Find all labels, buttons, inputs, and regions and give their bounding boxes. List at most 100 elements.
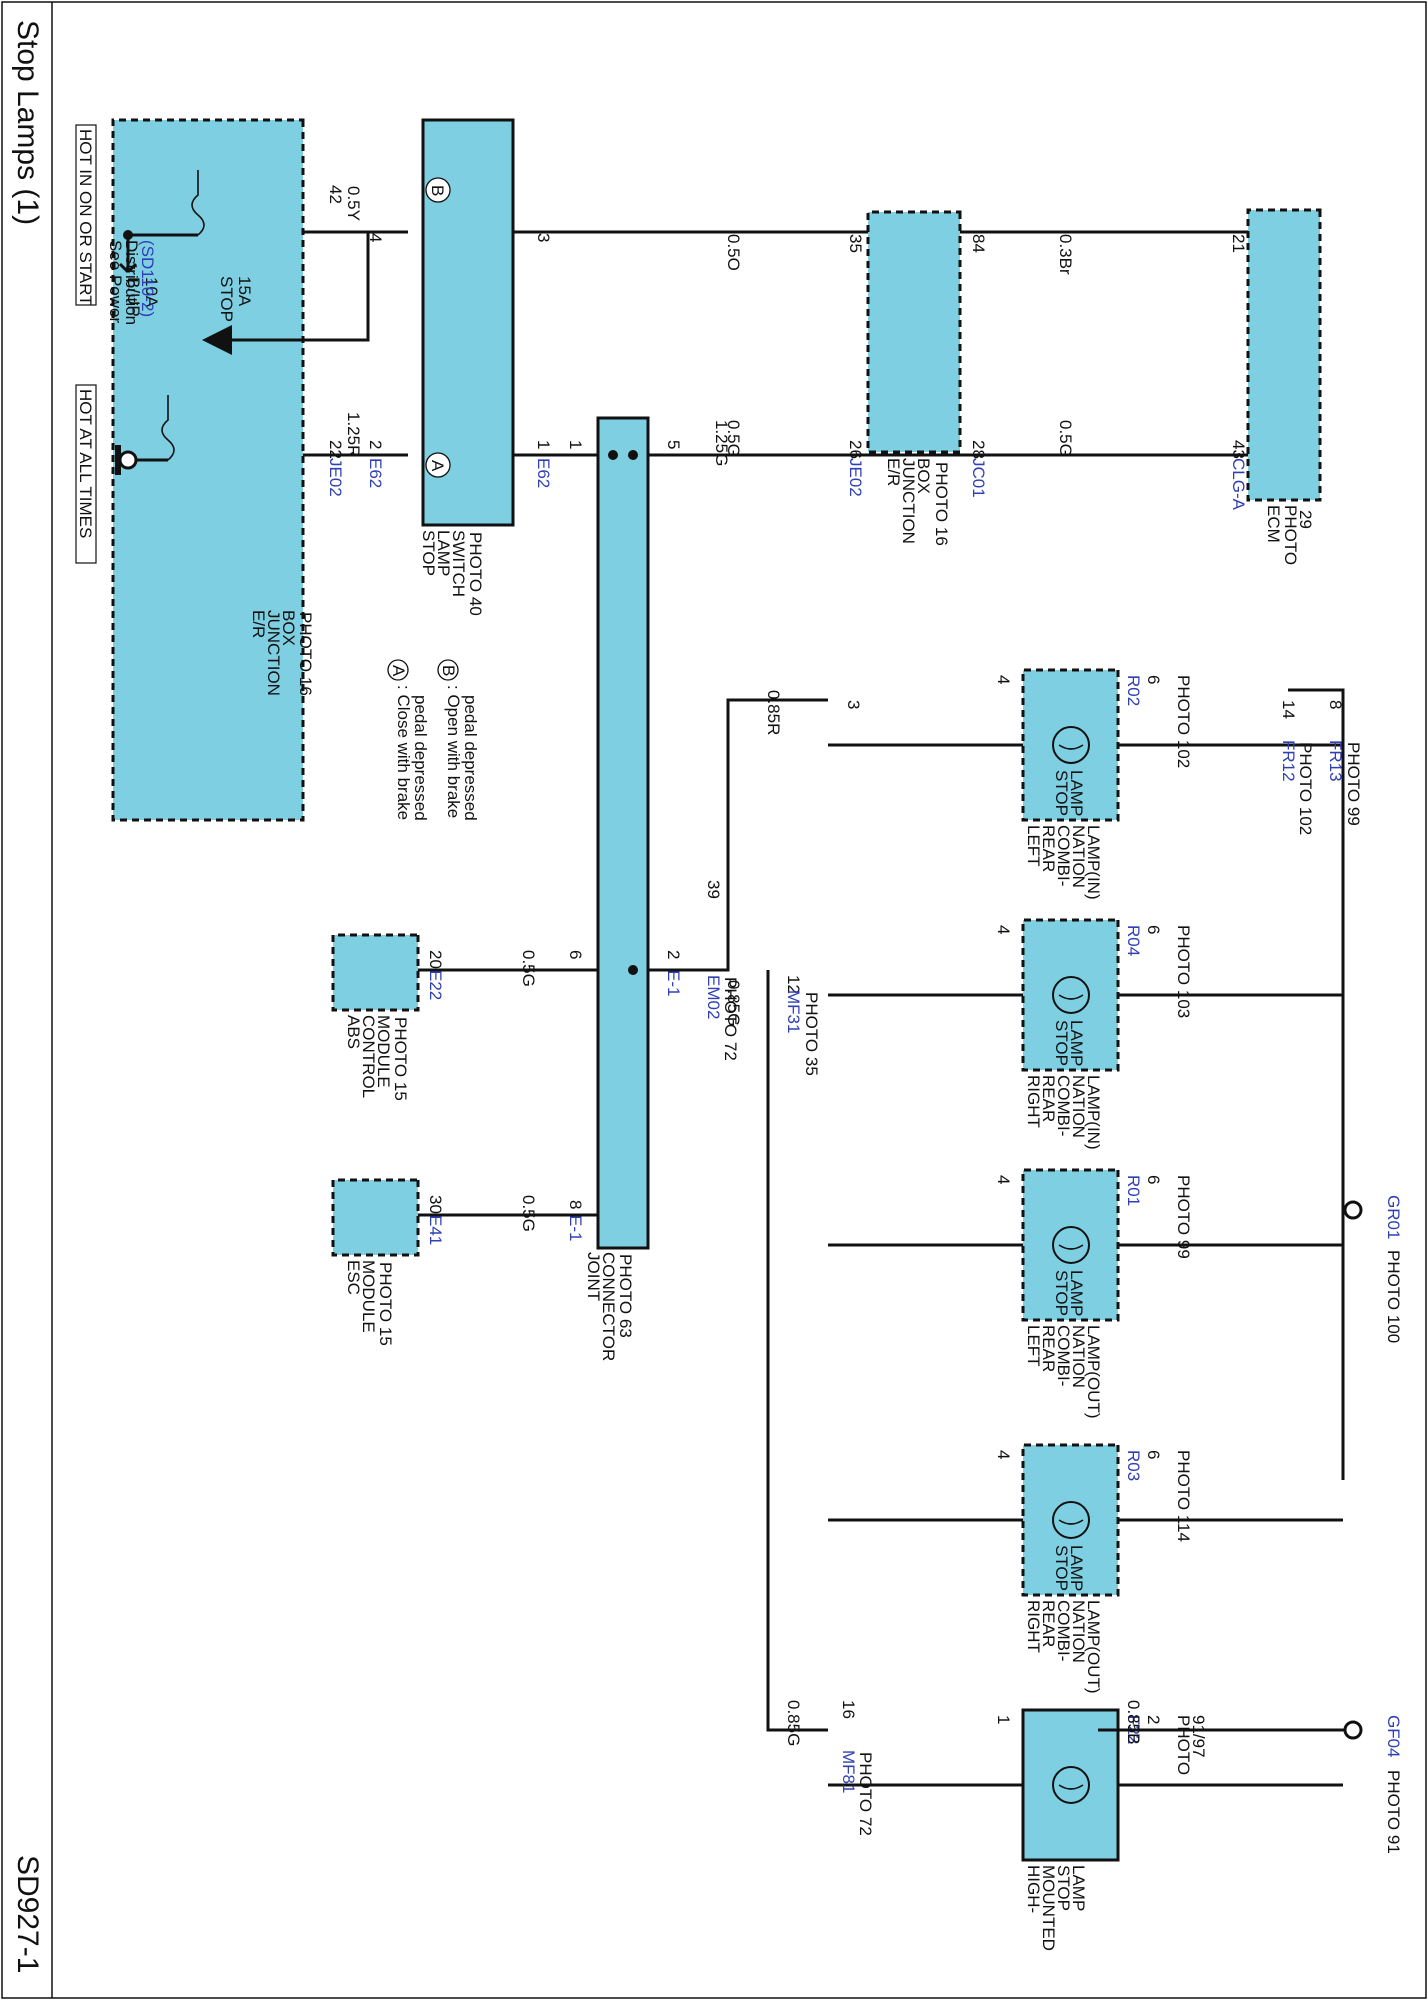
see-a: See Power [106,240,125,323]
fusebox-name-b: JUNCTION [264,610,283,696]
note-a-1: : Close with brake [394,685,413,820]
abs-photo: PHOTO 15 [391,1017,410,1101]
mf81-photo: PHOTO 72 [856,1752,875,1836]
mf31-pin: 12 [784,975,803,994]
lamp-conn-2: R01 [1124,1175,1143,1206]
note-a-circle [387,659,409,681]
stop-lamp-label-b-3: LAMP [1067,1545,1086,1591]
fusebox-name-a: E/R [249,610,268,638]
hot-all-box [75,384,97,564]
w-05g-b: 0.5G [1056,420,1075,457]
lamp-name-4-2: STOP [1054,1865,1073,1911]
lamp-name-1-0: RIGHT [1024,1075,1043,1128]
joint-connector [596,416,650,1250]
sw-photo: PHOTO 40 [466,532,485,616]
lamp-name-0-1: REAR [1039,825,1058,872]
em02-photo: PHOTO 72 [721,977,740,1061]
lamp-name-0-3: NATION [1069,825,1088,888]
w-125r: 1.25R [344,412,363,457]
see-link [202,232,370,355]
lamp-name-3-4: LAMP(OUT) [1084,1600,1103,1694]
em02-pin: 39 [704,880,723,899]
fuse1-b: 10A [142,277,161,308]
w-125g: 1.25G [712,420,731,466]
stop-lamp-label-b-0: LAMP [1067,770,1086,816]
esc-pin: 30 [426,1195,445,1214]
pos-b: B [428,185,447,196]
esc-conn: E41 [426,1215,445,1245]
jc-photo: PHOTO 63 [616,1254,635,1338]
stop-lamp-4 [1021,1708,1120,1862]
hot-all-label: HOT AT ALL TIMES [76,389,95,538]
abs-name-c: MODULE [374,1015,393,1088]
gr01-photo: PHOTO 100 [1384,1250,1403,1343]
fr13-photo: PHOTO 99 [1344,742,1363,826]
lamp-conn-1: R04 [1124,925,1143,956]
w-085g: 0.85G [724,980,743,1026]
jc-p6: 6 [566,950,585,959]
lamp-name-4-3: LAMP [1069,1865,1088,1911]
sw-conn-a: E62 [366,458,385,488]
abs-name-b: CONTROL [359,1015,378,1098]
w-05g-a: 0.5G [724,420,743,457]
w-jc2-r [648,698,828,972]
sw-pin3: 3 [534,233,553,242]
fusebox-name-c: BOX [279,610,298,646]
stop-fuse [161,395,175,461]
lamp-name-1-2: COMBI- [1054,1075,1073,1136]
lamp-name-2-4: LAMP(OUT) [1084,1325,1103,1419]
sw-name-a: STOP [419,530,438,576]
bulb-icon-4 [1052,1766,1090,1804]
lamp-photo-4-1: 91/97 [1189,1715,1208,1758]
note-b-2: pedal depressed [461,695,480,821]
lamp-name-1-1: REAR [1039,1075,1058,1122]
jc-dot-1 [628,450,638,460]
jc-e1a: E-1 [664,970,683,996]
stop-lamp-label-a-0: STOP [1052,770,1071,816]
erbox-name-a: E/R [884,458,903,486]
lamp-name-2-3: NATION [1069,1325,1088,1388]
jc-je02-top: JE02 [326,458,345,497]
lamp-name-0-0: LEFT [1024,825,1043,867]
jc-name-b: CONNECTOR [599,1252,618,1361]
gr01: GR01 [1384,1195,1403,1239]
note-b-letter: B [439,665,458,676]
w-085g-hmsl: 0.85G [784,1700,803,1746]
pin-21: 21 [1229,234,1248,253]
lamp-out-pin-2: 6 [1144,1175,1163,1184]
pin-42: 42 [326,185,345,204]
mf81-pin: 16 [839,1700,858,1719]
gf04-ground-icon [1343,1720,1363,1740]
lamp-name-4-0: HIGH- [1024,1865,1043,1913]
w-ground-bus [1288,688,1345,1480]
bulb-filament-icon-3 [1058,1519,1084,1525]
w-05y: 0.5Y [344,186,363,221]
sw-name-b: LAMP [434,530,453,576]
lamp-photo-0-0: PHOTO 102 [1174,675,1193,768]
lamp-photo-1-0: PHOTO 103 [1174,925,1193,1018]
abs-module [331,933,420,1012]
page-code: SD927-1 [11,1855,44,1973]
lamp-name-3-2: COMBI- [1054,1600,1073,1661]
bulb-filament-icon-2 [1058,1244,1084,1250]
stop-lamp-label-b-1: LAMP [1067,1020,1086,1066]
lamp-photo-3-0: PHOTO 114 [1174,1450,1193,1542]
jc-dot-3 [628,965,638,975]
lamp-name-1-3: NATION [1069,1075,1088,1138]
lamp-in-pin-0: 4 [994,675,1013,684]
lamp-name-2-2: COMBI- [1054,1325,1073,1386]
mf31-photo: PHOTO 35 [802,992,821,1076]
lamp-out-pin-3: 6 [1144,1450,1163,1459]
lamp-name-2-1: REAR [1039,1325,1058,1372]
lamp-in-pin-1: 4 [994,925,1013,934]
mf81-conn: MF81 [839,1750,858,1793]
er-junction-box-mid [866,210,962,454]
w-085r-top: 0.85R [764,690,783,735]
fr12-c: 14 [1279,700,1298,719]
fuse1-a: B/UP [124,277,143,317]
jc-p1: 1 [566,440,585,449]
lamp-out-pin-4: 2 [1144,1715,1163,1724]
stop-lamp-switch [421,118,515,527]
